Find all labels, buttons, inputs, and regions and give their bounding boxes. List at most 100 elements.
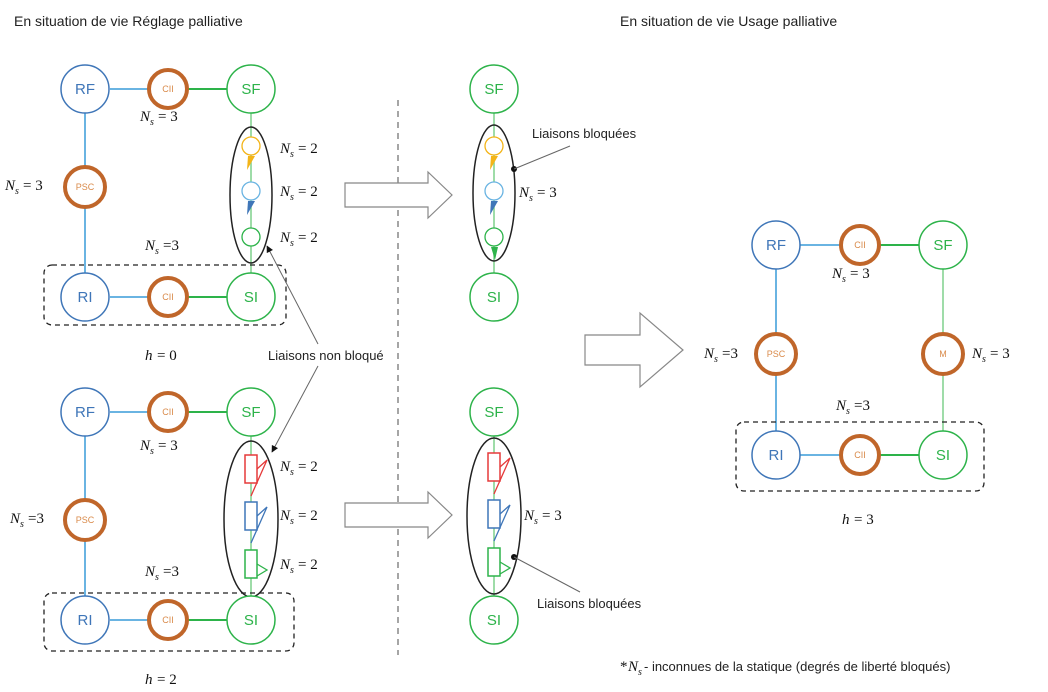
node-sf-label: SF — [933, 237, 952, 254]
svg-text:=3: =3 — [722, 346, 738, 362]
node-sf — [226, 64, 276, 114]
node-psc — [754, 332, 798, 376]
svg-text:N: N — [835, 398, 847, 414]
node-psc-label: PSC — [767, 349, 786, 359]
svg-text:h: h — [145, 348, 153, 364]
node-ri — [60, 595, 110, 645]
node-psc-label: PSC — [76, 515, 95, 525]
svg-text:s: s — [714, 354, 718, 365]
joint-red-link — [493, 457, 511, 495]
node-psc — [63, 165, 107, 209]
callout-arrow — [266, 245, 319, 345]
dashed-group — [43, 592, 295, 652]
joint-green — [487, 547, 501, 577]
joint-yellow-link — [247, 156, 255, 170]
svg-text:N: N — [703, 346, 715, 362]
joint-blue — [244, 501, 258, 531]
node-ri-label: RI — [769, 447, 784, 464]
node-cii-label: CII — [162, 84, 174, 94]
svg-text:N: N — [139, 438, 151, 454]
node-sf-label: SF — [484, 81, 503, 98]
node-cii-label: CII — [854, 450, 866, 460]
node-psc — [63, 498, 107, 542]
node-rf-label: RF — [75, 81, 95, 98]
svg-text:N: N — [518, 185, 530, 201]
svg-text:= 2: = 2 — [157, 672, 177, 688]
svg-text:N: N — [139, 109, 151, 125]
node-cii-label: CII — [162, 615, 174, 625]
node-rf-label: RF — [75, 404, 95, 421]
svg-text:= 3: = 3 — [158, 438, 178, 454]
svg-text:N: N — [9, 511, 21, 527]
svg-text:s: s — [155, 246, 159, 257]
h-label: h= 3 — [842, 512, 874, 528]
svg-text:= 3: = 3 — [23, 178, 43, 194]
svg-text:N: N — [627, 659, 639, 675]
joint-red — [244, 454, 258, 484]
node-si-label: SI — [936, 447, 950, 464]
callout-unblocked-label: Liaisons non bloqué — [268, 348, 384, 363]
svg-text:s: s — [290, 516, 294, 527]
node-sf — [226, 387, 276, 437]
node-sf-label: SF — [241, 404, 260, 421]
node-si-label: SI — [487, 289, 501, 306]
svg-text:N: N — [144, 564, 156, 580]
svg-text:s: s — [290, 238, 294, 249]
svg-text:s: s — [290, 149, 294, 160]
node-psc-label: PSC — [76, 182, 95, 192]
svg-text:N: N — [279, 508, 291, 524]
node-cii — [147, 68, 189, 110]
svg-text:= 2: = 2 — [298, 184, 318, 200]
callout-line — [513, 556, 581, 593]
node-si-label: SI — [244, 612, 258, 629]
node-ri-label: RI — [78, 289, 93, 306]
callout-blocked-label: Liaisons bloquées — [532, 126, 637, 141]
svg-text:s: s — [846, 406, 850, 417]
callout-line — [513, 145, 571, 170]
svg-text:N: N — [279, 459, 291, 475]
joint-blue — [487, 499, 501, 529]
svg-text:= 3: = 3 — [158, 109, 178, 125]
node-cii-label: CII — [162, 292, 174, 302]
node-ri — [751, 430, 801, 480]
joint-ellipse — [229, 126, 273, 264]
joint-ellipse — [466, 437, 522, 595]
svg-text:N: N — [523, 508, 535, 524]
joint-red-link — [250, 459, 268, 497]
footnote: * N s - inconnues de la statique (degrés… — [620, 659, 950, 678]
svg-text:s: s — [155, 572, 159, 583]
node-si — [918, 430, 968, 480]
h-label: h= 2 — [145, 672, 177, 688]
svg-text:= 3: = 3 — [537, 185, 557, 201]
node-m-label: M — [939, 349, 947, 359]
callout-unblocked: Liaisons non bloqué — [266, 245, 384, 453]
svg-text:N: N — [279, 230, 291, 246]
svg-text:- inconnues de la statique (de: - inconnues de la statique (degrés de li… — [644, 659, 950, 674]
svg-text:=3: =3 — [163, 564, 179, 580]
joint-yellow — [484, 136, 504, 156]
joint-green — [244, 549, 258, 579]
svg-text:=3: =3 — [854, 398, 870, 414]
right-title: En situation de vie Usage palliative — [620, 13, 837, 29]
node-si — [226, 595, 276, 645]
arrow-bottom — [344, 490, 453, 540]
callout-arrow — [271, 365, 319, 453]
svg-text:s: s — [290, 467, 294, 478]
svg-text:= 2: = 2 — [298, 557, 318, 573]
svg-text:*: * — [620, 659, 628, 675]
node-rf — [751, 220, 801, 270]
svg-text:= 2: = 2 — [298, 508, 318, 524]
joint-red — [487, 452, 501, 482]
svg-text:s: s — [150, 446, 154, 457]
node-sf-label: SF — [484, 404, 503, 421]
